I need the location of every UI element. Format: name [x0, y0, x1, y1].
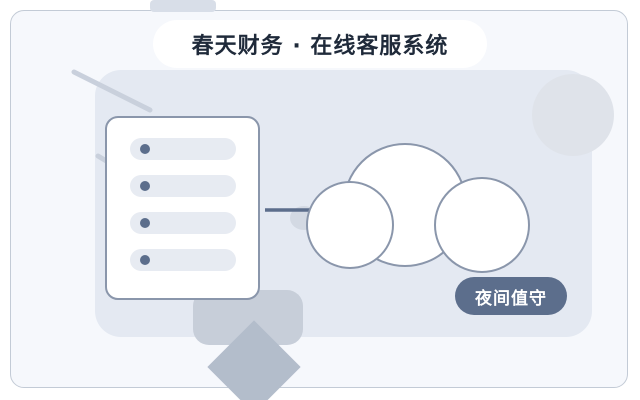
list-bullet — [140, 218, 150, 228]
list-bullet — [140, 144, 150, 154]
list-row — [130, 249, 236, 271]
list-row — [130, 138, 236, 160]
list-row — [130, 212, 236, 234]
list-row — [130, 175, 236, 197]
status-badge-label: 夜间值守 — [475, 288, 547, 309]
decor-diamond — [207, 320, 301, 400]
list-bullet — [140, 255, 150, 265]
page-title: 春天财务 · 在线客服系统 — [191, 34, 449, 59]
decor-circle — [532, 74, 614, 156]
list-bullet — [140, 181, 150, 191]
cloud-icon — [306, 143, 530, 273]
title-pill: 春天财务 · 在线客服系统 — [153, 20, 487, 68]
decor-stroke-1 — [71, 69, 153, 113]
status-badge: 夜间值守 — [455, 277, 567, 315]
decor-top-stripe — [150, 0, 216, 12]
decor-block — [193, 290, 303, 345]
server-list-icon — [105, 116, 260, 300]
